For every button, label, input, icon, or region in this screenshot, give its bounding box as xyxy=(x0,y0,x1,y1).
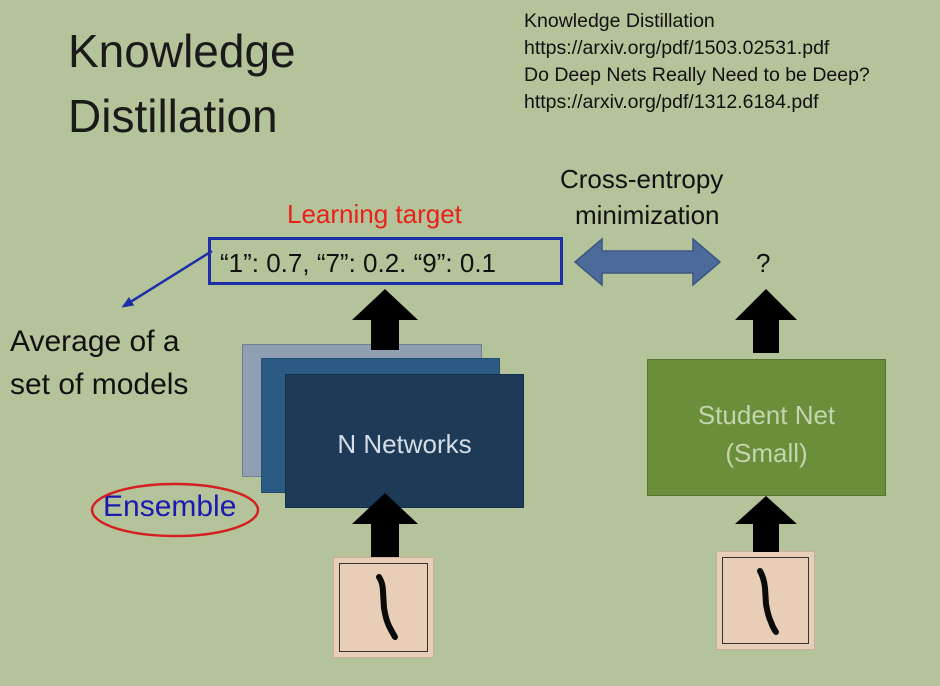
learning-target-box: “1”: 0.7, “7”: 0.2. “9”: 0.1 xyxy=(208,237,563,285)
slide-title-line-2: Distillation xyxy=(68,90,278,142)
reference-link-1[interactable]: https://arxiv.org/pdf/1503.02531.pdf xyxy=(524,37,830,59)
average-pointer-arrow xyxy=(121,249,213,308)
cross-entropy-double-arrow xyxy=(573,237,722,287)
student-net-label-line-1: Student Net xyxy=(697,400,836,430)
references: Knowledge Distillation https://arxiv.org… xyxy=(524,8,870,116)
teacher-network-label: N Networks xyxy=(337,429,472,459)
loss-label-line-2: minimization xyxy=(575,200,720,230)
average-label-line-1: Average of a xyxy=(10,325,180,358)
student-input-digit-frame xyxy=(722,557,809,644)
student-digit-stroke xyxy=(757,568,779,635)
average-label-line-2: set of models xyxy=(10,368,189,401)
student-input-up-arrow xyxy=(735,496,797,552)
teacher-network-front: N Networks xyxy=(285,374,524,508)
teacher-input-up-arrow xyxy=(352,493,418,557)
ensemble-label: Ensemble xyxy=(103,490,237,523)
student-net-box: Student Net (Small) xyxy=(647,359,886,496)
reference-title-1: Knowledge Distillation xyxy=(524,10,715,32)
ensemble-circle xyxy=(90,482,260,538)
student-output-label: ? xyxy=(756,248,771,278)
learning-target-label: Learning target xyxy=(287,199,462,229)
student-net-label-line-2: (Small) xyxy=(725,438,808,468)
teacher-digit-stroke xyxy=(376,574,398,640)
teacher-output-up-arrow xyxy=(352,289,418,350)
slide-title-line-1: Knowledge xyxy=(68,25,296,77)
average-label: Average of a set of models xyxy=(10,320,188,406)
reference-title-2: Do Deep Nets Really Need to be Deep? xyxy=(524,64,870,86)
reference-link-2[interactable]: https://arxiv.org/pdf/1312.6184.pdf xyxy=(524,91,819,113)
teacher-input-digit-frame xyxy=(339,563,428,652)
student-output-up-arrow xyxy=(735,289,797,353)
target-distribution-text: “1”: 0.7, “7”: 0.2. “9”: 0.1 xyxy=(220,248,496,278)
loss-label-line-1: Cross-entropy xyxy=(560,164,724,194)
